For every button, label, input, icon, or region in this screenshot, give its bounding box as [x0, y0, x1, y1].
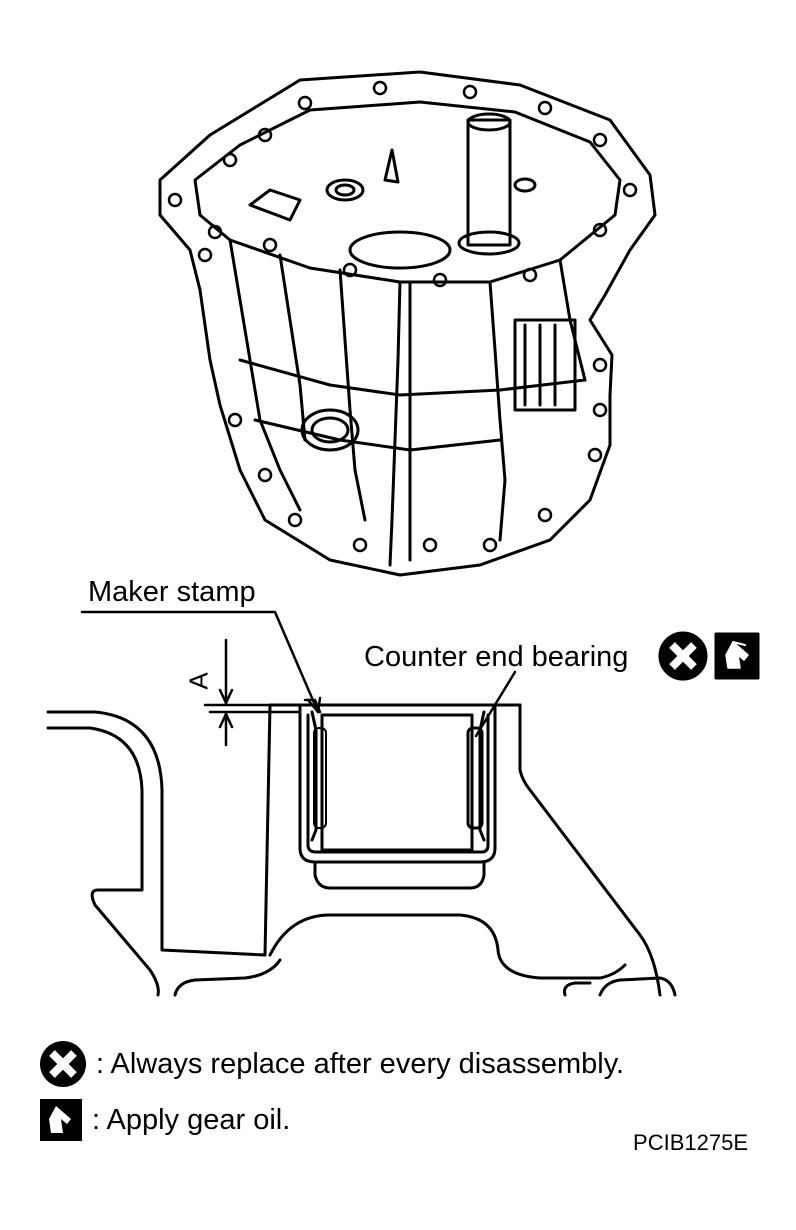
always-replace-icon — [658, 631, 708, 681]
transmission-case-illustration — [158, 70, 657, 577]
legend-row-gear-oil: : Apply gear oil. — [38, 1096, 290, 1144]
counter-end-bearing-label: Counter end bearing — [364, 641, 629, 673]
always-replace-icon — [38, 1039, 88, 1089]
maker-stamp-arrow — [306, 696, 322, 714]
maker-stamp-label: Maker stamp — [88, 576, 256, 608]
leader-lines — [80, 610, 517, 738]
bearing-section-detail — [46, 698, 677, 997]
apply-gear-oil-icon — [38, 1097, 84, 1143]
legend-text-gear-oil: : Apply gear oil. — [92, 1103, 291, 1136]
counter-end-bearing-leader — [474, 670, 517, 738]
legend-text-replace: : Always replace after every disassembly… — [96, 1047, 625, 1080]
maker-stamp-leader — [80, 610, 320, 714]
apply-gear-oil-icon — [714, 632, 760, 680]
dimension-a-marker — [203, 638, 302, 747]
dimension-a-label: A — [183, 672, 214, 690]
legend-row-replace: : Always replace after every disassembly… — [38, 1040, 624, 1088]
figure-code: PCIB1275E — [633, 1130, 748, 1155]
